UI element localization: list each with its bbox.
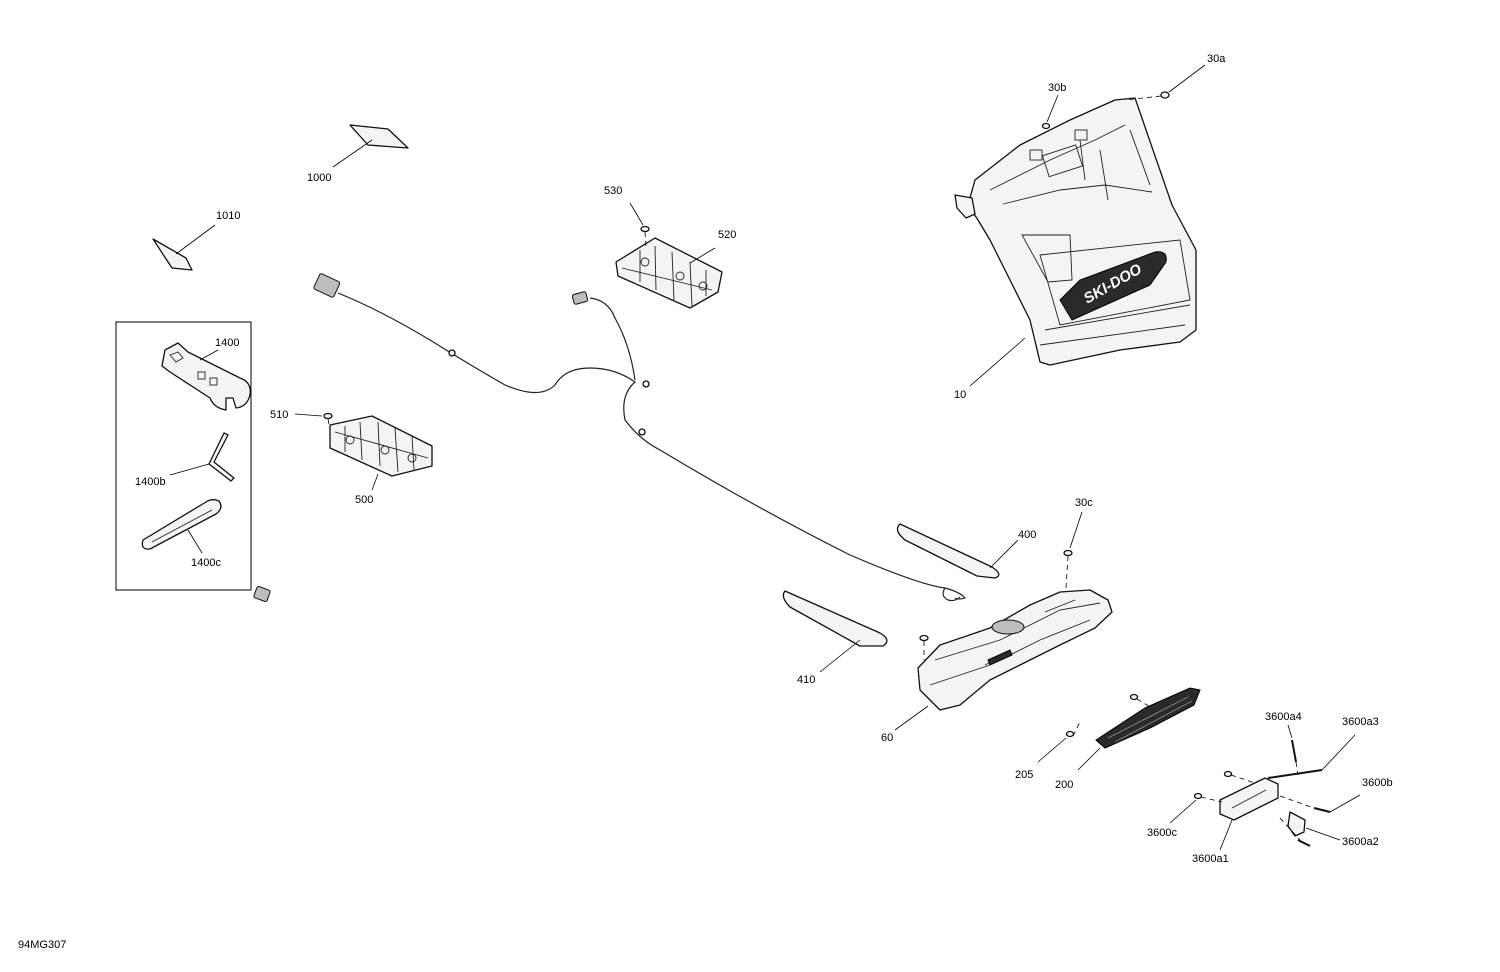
callout-1400b: 1400b <box>135 476 166 488</box>
callout-1400: 1400 <box>215 337 239 349</box>
screw-3600a2 <box>1279 817 1341 847</box>
tool-kit-group <box>115 321 252 591</box>
callout-1000: 1000 <box>307 172 331 184</box>
wiring-harness <box>253 273 966 602</box>
callout-1400c: 1400c <box>191 557 221 569</box>
nut-30b <box>1041 94 1059 130</box>
callout-3600a2: 3600a2 <box>1342 836 1379 848</box>
screws-205 <box>1037 693 1153 763</box>
screw-60-left <box>919 634 929 660</box>
callout-200: 200 <box>1055 779 1073 791</box>
figure-id: 94MG307 <box>18 939 66 951</box>
hex-key-1400b <box>169 432 235 482</box>
callout-3600a1: 3600a1 <box>1192 853 1229 865</box>
pin-3600a4 <box>1287 724 1299 776</box>
callout-1010: 1010 <box>216 210 240 222</box>
callout-30c: 30c <box>1075 497 1093 509</box>
callout-500: 500 <box>355 494 373 506</box>
screw-3600c <box>1169 770 1256 824</box>
bracket-3600a1 <box>1219 777 1306 851</box>
callout-520: 520 <box>718 229 736 241</box>
callout-60: 60 <box>881 732 893 744</box>
callout-3600a3: 3600a3 <box>1342 716 1379 728</box>
callout-205: 205 <box>1015 769 1033 781</box>
callout-400: 400 <box>1018 529 1036 541</box>
screw-30c <box>1063 511 1083 589</box>
housing-60 <box>894 589 1113 731</box>
callout-3600b: 3600b <box>1362 777 1393 789</box>
callout-410: 410 <box>797 674 815 686</box>
callout-510: 510 <box>270 409 288 421</box>
callout-30a: 30a <box>1207 53 1226 65</box>
pin-3600a3 <box>1267 734 1356 779</box>
callout-3600c: 3600c <box>1147 827 1177 839</box>
callout-10: 10 <box>954 389 966 401</box>
front-panel-10: SKI-DOO <box>954 97 1197 387</box>
nut-30a <box>1124 64 1206 101</box>
decal-1010 <box>152 224 216 271</box>
bracket-520 <box>615 237 723 309</box>
callout-30b: 30b <box>1048 82 1066 94</box>
trim-400 <box>896 523 1019 579</box>
screw-3600b <box>1279 794 1361 813</box>
wrench-1400 <box>161 342 251 411</box>
screw-510 <box>294 412 333 431</box>
trim-410 <box>782 590 888 673</box>
callout-530: 530 <box>604 185 622 197</box>
screw-530 <box>629 202 650 247</box>
bracket-500 <box>329 415 433 491</box>
decal-1000 <box>332 124 409 168</box>
strap-1400c <box>141 499 222 554</box>
callout-3600a4: 3600a4 <box>1265 711 1302 723</box>
light-200 <box>1077 687 1201 771</box>
